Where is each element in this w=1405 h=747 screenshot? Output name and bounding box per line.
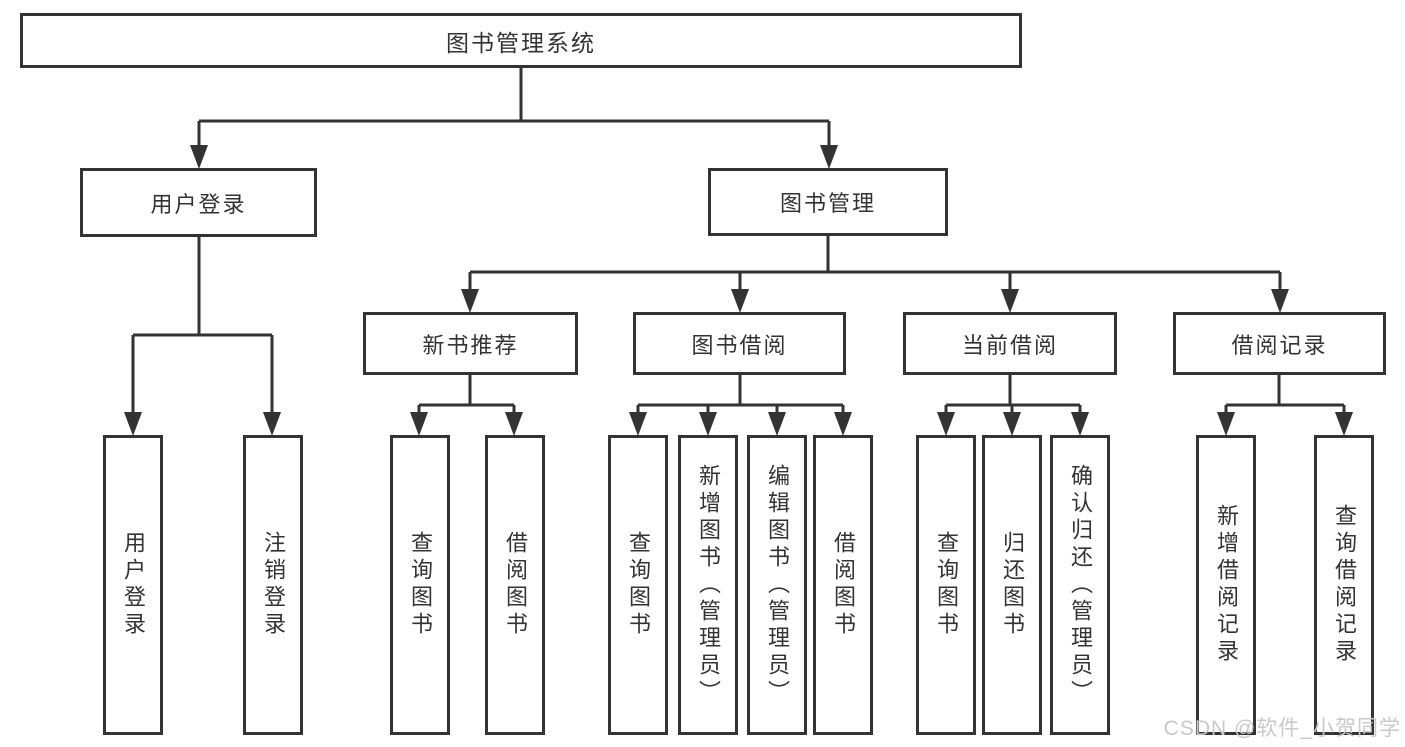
leaf-query-borrow-record: 查询借阅记录 (1314, 435, 1374, 735)
node-label: 查询图书 (934, 531, 959, 639)
node-borrow-record: 借阅记录 (1173, 312, 1386, 375)
node-label: 图书管理 (779, 191, 876, 216)
leaf-add-borrow-record: 新增借阅记录 (1196, 435, 1256, 735)
node-book-borrow: 图书借阅 (633, 312, 846, 375)
leaf-query-book-current: 查询图书 (916, 435, 976, 735)
leaf-logout: 注销登录 (243, 435, 303, 735)
leaf-borrow-book-recommend: 借阅图书 (485, 435, 545, 735)
csdn-watermark: CSDN @软件_小贺同学 (1163, 717, 1401, 740)
node-book-management: 图书管理 (708, 168, 948, 236)
node-label: 归还图书 (1000, 531, 1025, 639)
node-current-borrow: 当前借阅 (903, 312, 1117, 375)
leaf-user-login: 用户登录 (103, 435, 163, 735)
leaf-return-book: 归还图书 (982, 435, 1042, 735)
node-user-login: 用户登录 (80, 168, 317, 237)
leaf-borrow-book: 借阅图书 (813, 435, 873, 735)
node-new-book-recommend: 新书推荐 (363, 312, 578, 375)
node-label: 当前借阅 (961, 332, 1058, 358)
node-library-management-system: 图书管理系统 (20, 13, 1022, 68)
node-label: 借阅记录 (1231, 332, 1328, 358)
node-label: 用户登录 (121, 531, 146, 639)
node-label: 查询图书 (408, 531, 433, 639)
node-label: 新增图书（管理员） (696, 463, 721, 707)
node-label: 用户登录 (150, 191, 247, 217)
leaf-edit-book-admin: 编辑图书（管理员） (747, 435, 807, 735)
leaf-add-book-admin: 新增图书（管理员） (678, 435, 738, 735)
node-label: 查询图书 (626, 531, 651, 639)
node-label: 编辑图书（管理员） (765, 463, 790, 707)
node-label: 新书推荐 (422, 332, 519, 358)
node-label: 借阅图书 (503, 531, 528, 639)
node-label: 图书借阅 (691, 332, 788, 358)
node-label: 确认归还（管理员） (1068, 463, 1093, 707)
node-label: 注销登录 (261, 531, 286, 639)
leaf-confirm-return-admin: 确认归还（管理员） (1050, 435, 1110, 735)
leaf-query-book-recommend: 查询图书 (390, 435, 450, 735)
leaf-query-book-borrow: 查询图书 (608, 435, 668, 735)
node-label: 借阅图书 (831, 531, 856, 639)
node-label: 新增借阅记录 (1214, 504, 1239, 666)
node-label: 查询借阅记录 (1332, 504, 1357, 666)
node-label: 图书管理系统 (446, 29, 596, 56)
